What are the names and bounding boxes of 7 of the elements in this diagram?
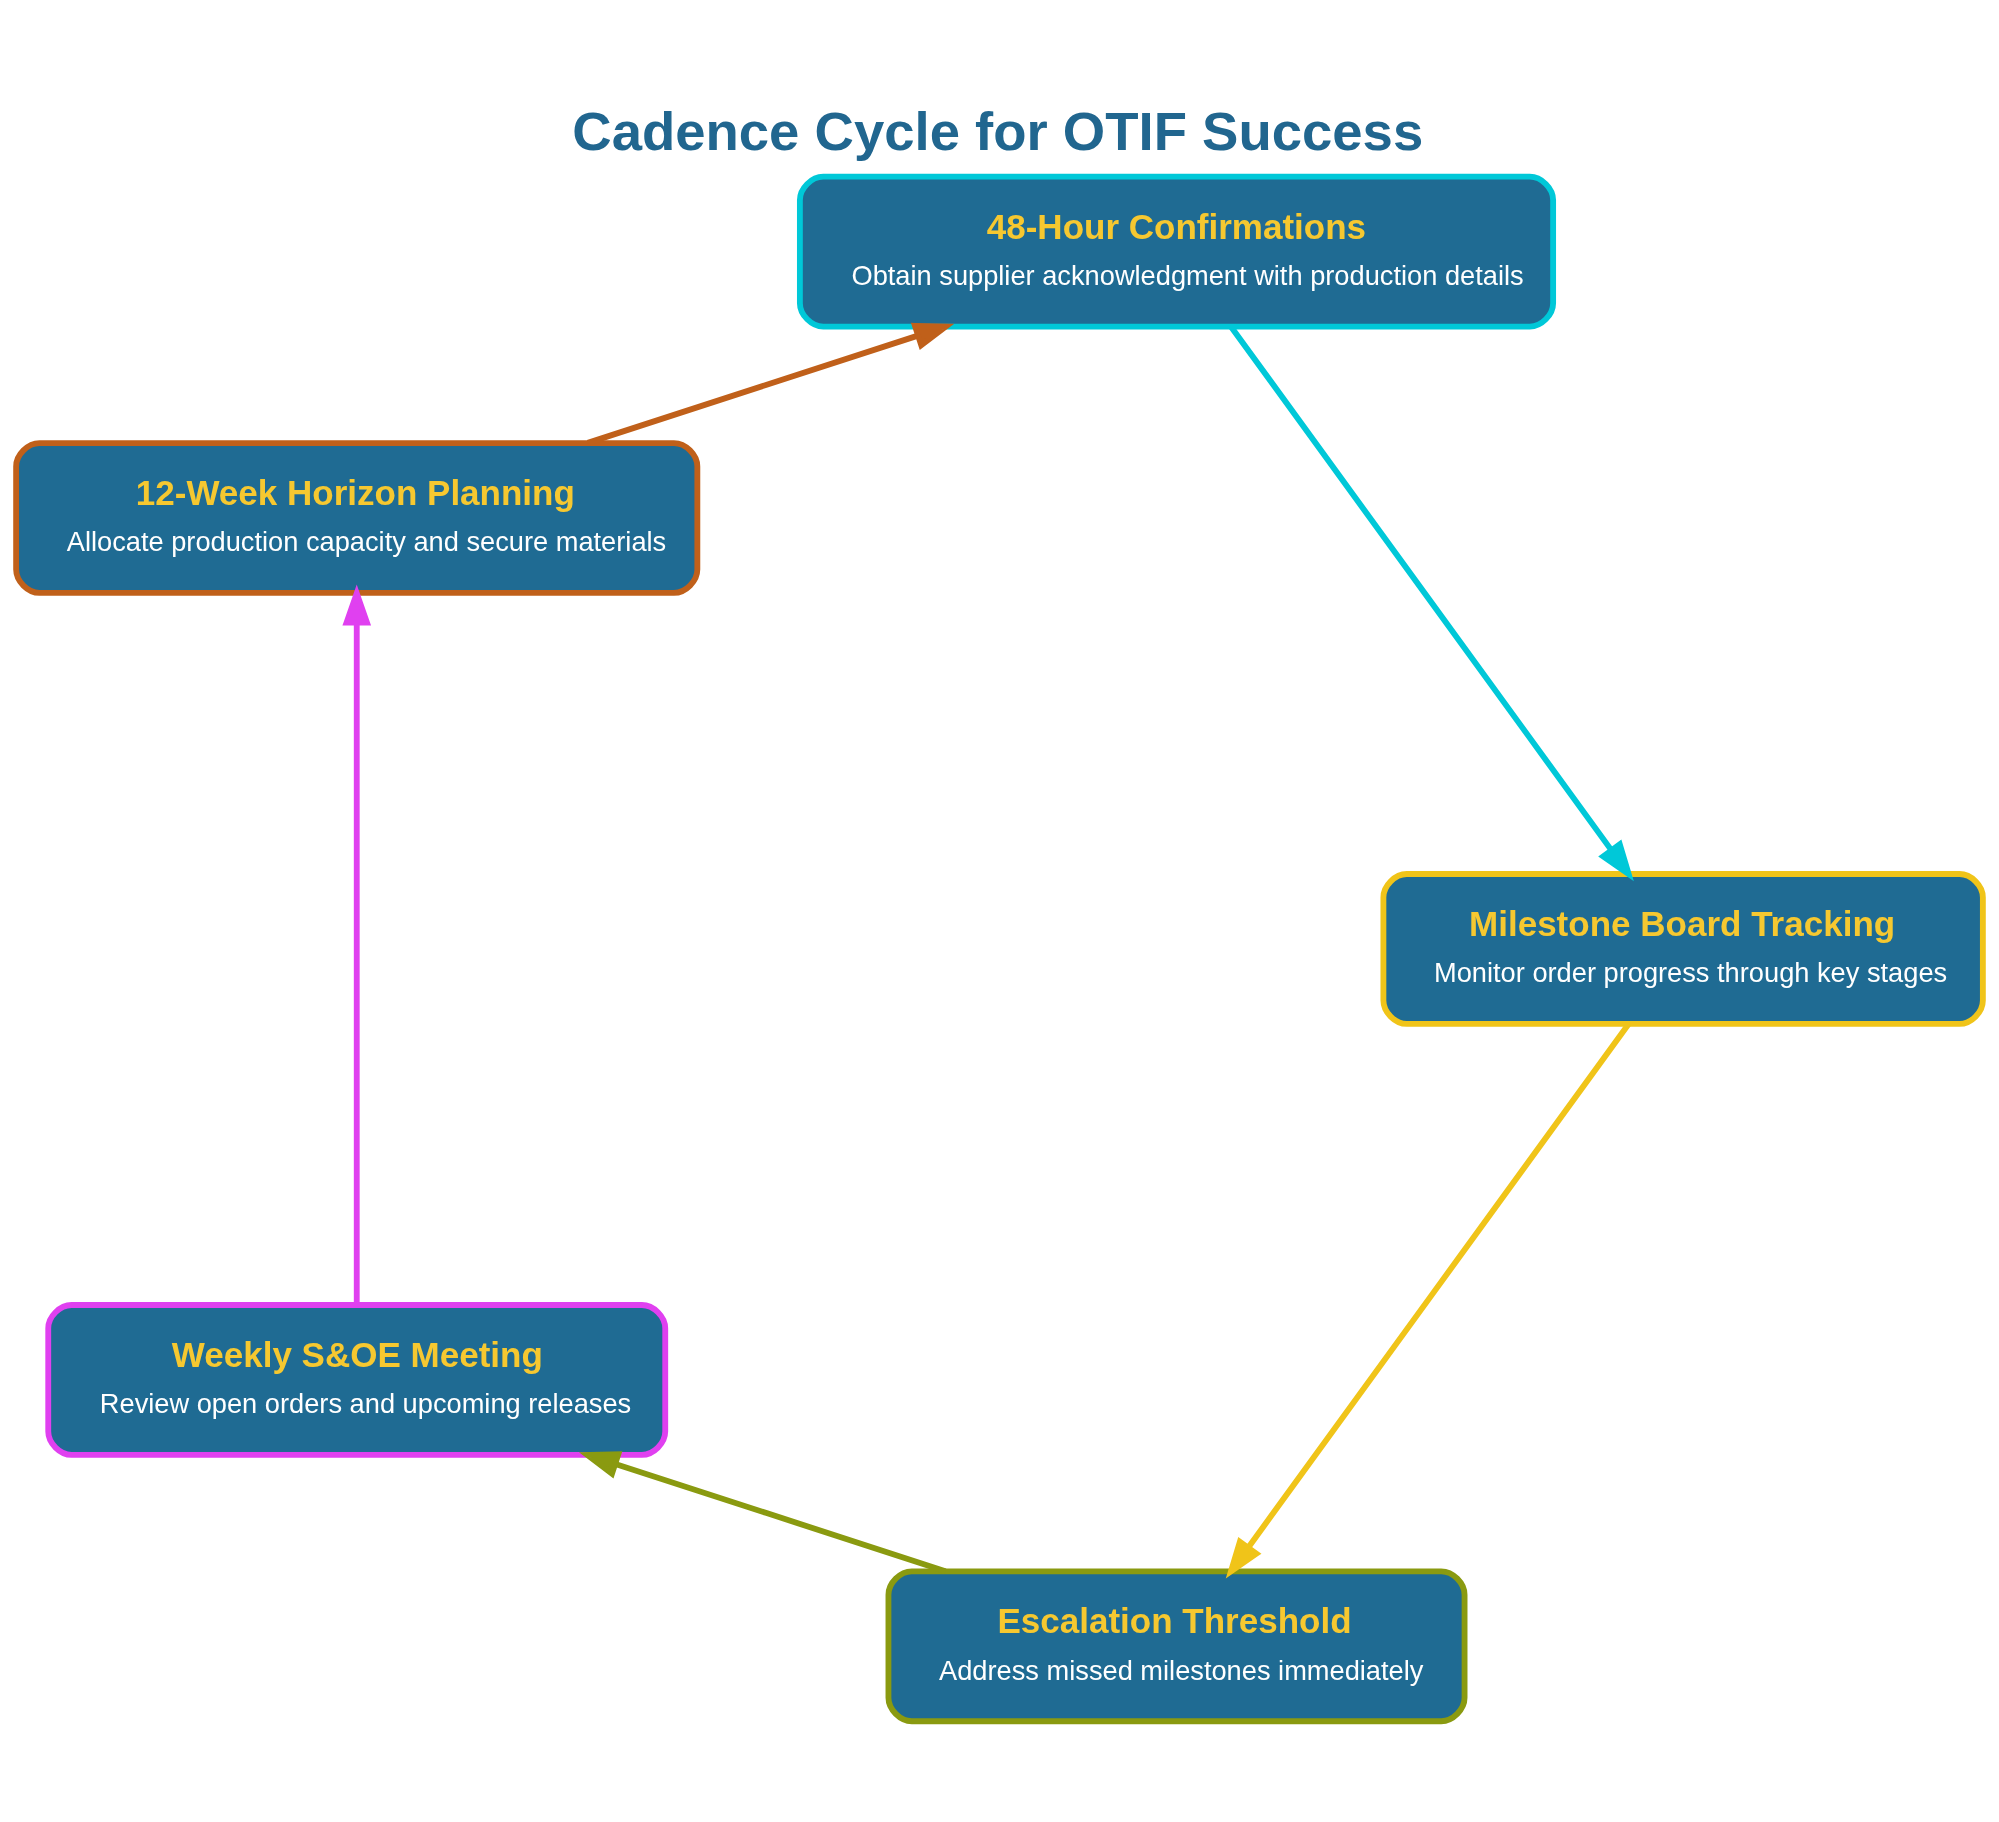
node-box: 12-Week Horizon Planning Allocate production capacity and secure materials bbox=[13, 440, 701, 596]
node-box: 48-Hour Confirmations Obtain supplier acknowledgment with production details bbox=[797, 173, 1557, 330]
node-box: Milestone Board Tracking Monitor order progress through key stages bbox=[1380, 871, 1986, 1027]
node-box: Weekly S&OE Meeting Review open orders and upcoming releases bbox=[45, 1302, 669, 1458]
arrow bbox=[342, 584, 372, 1305]
diagram-title: Cadence Cycle for OTIF Success bbox=[572, 101, 1424, 163]
node-box: Escalation Threshold Address missed milestones immediately bbox=[885, 1568, 1468, 1725]
